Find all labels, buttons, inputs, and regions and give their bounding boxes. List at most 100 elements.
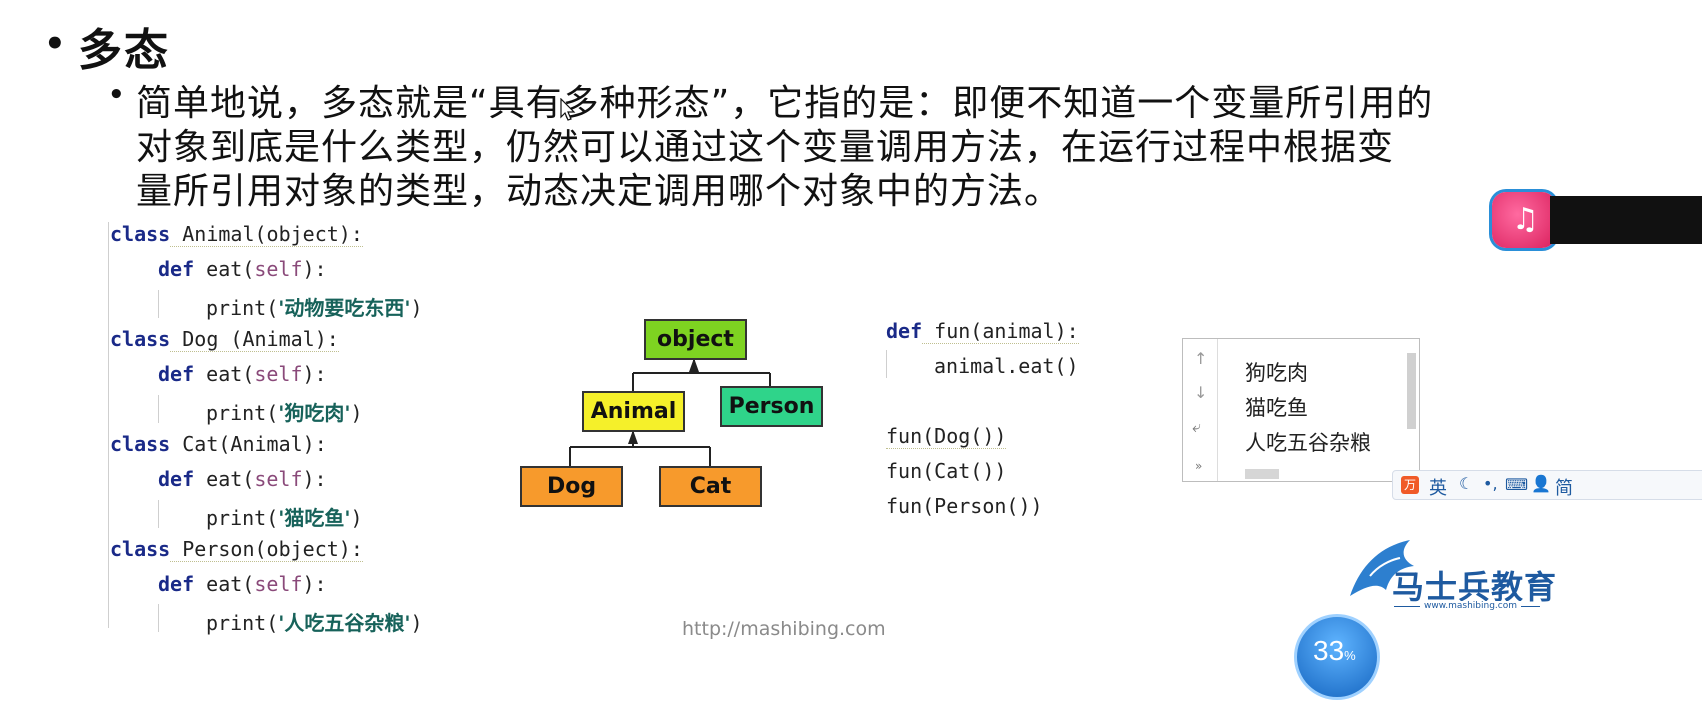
cat-class-box: Cat bbox=[659, 466, 762, 507]
code-line: class Cat(Animal): bbox=[110, 432, 327, 456]
object-class-box: object bbox=[644, 319, 747, 360]
code-text: ): bbox=[302, 467, 327, 491]
code-text: ) bbox=[410, 296, 423, 320]
keyword: class bbox=[110, 327, 171, 351]
code-line: fun(Cat()) bbox=[886, 459, 1007, 483]
description-line-2: 对象到底是什么类型，仍然可以通过这个变量调用方法，在运行过程中根据变 bbox=[136, 127, 1395, 168]
soft-wrap-icon[interactable]: ⤶ bbox=[1192, 417, 1201, 436]
ime-mode-toggle[interactable]: 英 bbox=[1429, 478, 1447, 499]
code-self: self bbox=[254, 257, 303, 281]
code-self: self bbox=[254, 362, 303, 386]
more-icon[interactable]: » bbox=[1195, 459, 1203, 473]
half-width-moon-icon[interactable]: ☾ bbox=[1459, 474, 1474, 493]
code-text: Person(object): bbox=[170, 537, 363, 562]
code-text: ): bbox=[302, 257, 327, 281]
code-line: print('人吃五谷杂粮') bbox=[206, 607, 423, 636]
code-line: fun(Person()) bbox=[886, 494, 1043, 518]
arrowhead-icon bbox=[689, 358, 699, 372]
simplified-toggle[interactable]: 简 bbox=[1555, 478, 1573, 499]
console-output-panel: ↑ ↓ ⤶ » 狗吃肉 猫吃鱼 人吃五谷杂粮 bbox=[1182, 338, 1420, 482]
code-line: def eat(self): bbox=[158, 572, 327, 596]
code-line: def fun(animal): bbox=[886, 319, 1079, 344]
horse-logo-icon bbox=[1350, 540, 1414, 596]
ime-toolbar[interactable]: 万 英 ☾ •, ⌨ 👤 简 bbox=[1392, 470, 1702, 500]
music-app-icon[interactable]: ♫ bbox=[1492, 192, 1556, 248]
keyword: def bbox=[158, 362, 195, 386]
indent-guide bbox=[158, 290, 159, 318]
person-class-box: Person bbox=[720, 386, 823, 427]
title-bullet: • bbox=[44, 24, 66, 64]
console-line: 狗吃肉 bbox=[1245, 361, 1308, 385]
user-icon[interactable]: 👤 bbox=[1531, 474, 1551, 493]
console-toolbar: ↑ ↓ ⤶ » bbox=[1183, 339, 1218, 481]
horizontal-scrollbar[interactable] bbox=[1245, 469, 1279, 479]
code-text: print( bbox=[206, 611, 279, 635]
code-text: Cat(Animal): bbox=[170, 432, 327, 456]
footer-url: http://mashibing.com bbox=[682, 618, 886, 640]
code-line: def eat(self): bbox=[158, 362, 327, 386]
code-string: '动物要吃东西' bbox=[278, 296, 411, 320]
code-line: def eat(self): bbox=[158, 467, 327, 491]
progress-number: 33 bbox=[1313, 635, 1345, 666]
code-text: ): bbox=[302, 362, 327, 386]
code-text: ) bbox=[350, 401, 363, 425]
code-line: def eat(self): bbox=[158, 257, 327, 281]
code-line: animal.eat() bbox=[934, 354, 1079, 378]
keyword: def bbox=[886, 319, 923, 343]
code-string: '人吃五谷杂粮' bbox=[278, 611, 411, 635]
indent-guide bbox=[158, 500, 159, 528]
code-text: eat( bbox=[194, 257, 255, 281]
mouse-cursor-icon bbox=[560, 98, 576, 121]
code-self: self bbox=[254, 467, 303, 491]
desc-bullet: • bbox=[108, 80, 125, 110]
code-text: ): bbox=[302, 572, 327, 596]
code-line: print('狗吃肉') bbox=[206, 397, 363, 426]
code-text: eat( bbox=[194, 362, 255, 386]
code-line: fun(Dog()) bbox=[886, 424, 1007, 449]
indent-guide bbox=[886, 350, 887, 378]
code-string: '狗吃肉' bbox=[278, 401, 351, 425]
code-text: print( bbox=[206, 401, 279, 425]
code-line: class Person(object): bbox=[110, 537, 363, 562]
code-text: print( bbox=[206, 296, 279, 320]
description-line-1: 简单地说，多态就是“具有多种形态”，它指的是：即便不知道一个变量所引用的 bbox=[136, 83, 1434, 124]
code-self: self bbox=[254, 572, 303, 596]
scroll-down-icon[interactable]: ↓ bbox=[1194, 383, 1208, 402]
code-line: class Dog (Animal): bbox=[110, 327, 339, 352]
keyword: class bbox=[110, 537, 171, 561]
progress-badge[interactable]: 33% bbox=[1294, 614, 1380, 700]
person-class-label: Person bbox=[728, 394, 815, 419]
code-text: print( bbox=[206, 506, 279, 530]
arrowhead-icon bbox=[628, 430, 638, 444]
dog-class-label: Dog bbox=[546, 474, 597, 499]
indent-guide bbox=[158, 604, 159, 632]
keyword: class bbox=[110, 222, 171, 246]
scroll-up-icon[interactable]: ↑ bbox=[1194, 349, 1208, 368]
code-string: '猫吃鱼' bbox=[278, 506, 351, 530]
keyword: def bbox=[158, 257, 195, 281]
cat-class-label: Cat bbox=[689, 474, 732, 499]
progress-unit: % bbox=[1344, 648, 1356, 663]
dog-class-box: Dog bbox=[520, 466, 623, 507]
ime-logo-icon: 万 bbox=[1401, 476, 1419, 494]
punctuation-icon[interactable]: •, bbox=[1483, 474, 1498, 493]
object-class-label: object bbox=[657, 327, 734, 352]
code-text: ) bbox=[350, 506, 363, 530]
code-line: print('动物要吃东西') bbox=[206, 292, 423, 321]
code-line: class Animal(object): bbox=[110, 222, 363, 247]
vertical-scrollbar[interactable] bbox=[1407, 353, 1416, 429]
animal-class-box: Animal bbox=[582, 391, 685, 432]
console-line: 猫吃鱼 bbox=[1245, 396, 1308, 420]
music-note-icon: ♫ bbox=[1512, 202, 1539, 237]
indent-guide bbox=[158, 395, 159, 423]
keyboard-icon[interactable]: ⌨ bbox=[1505, 475, 1529, 494]
keyword: def bbox=[158, 467, 195, 491]
slide-title: 多态 bbox=[78, 25, 170, 76]
indent-guide bbox=[108, 222, 109, 628]
code-text: Dog (Animal): bbox=[170, 327, 339, 352]
keyword: class bbox=[110, 432, 171, 456]
code-line: print('猫吃鱼') bbox=[206, 502, 363, 531]
code-text: eat( bbox=[194, 572, 255, 596]
keyword: def bbox=[158, 572, 195, 596]
